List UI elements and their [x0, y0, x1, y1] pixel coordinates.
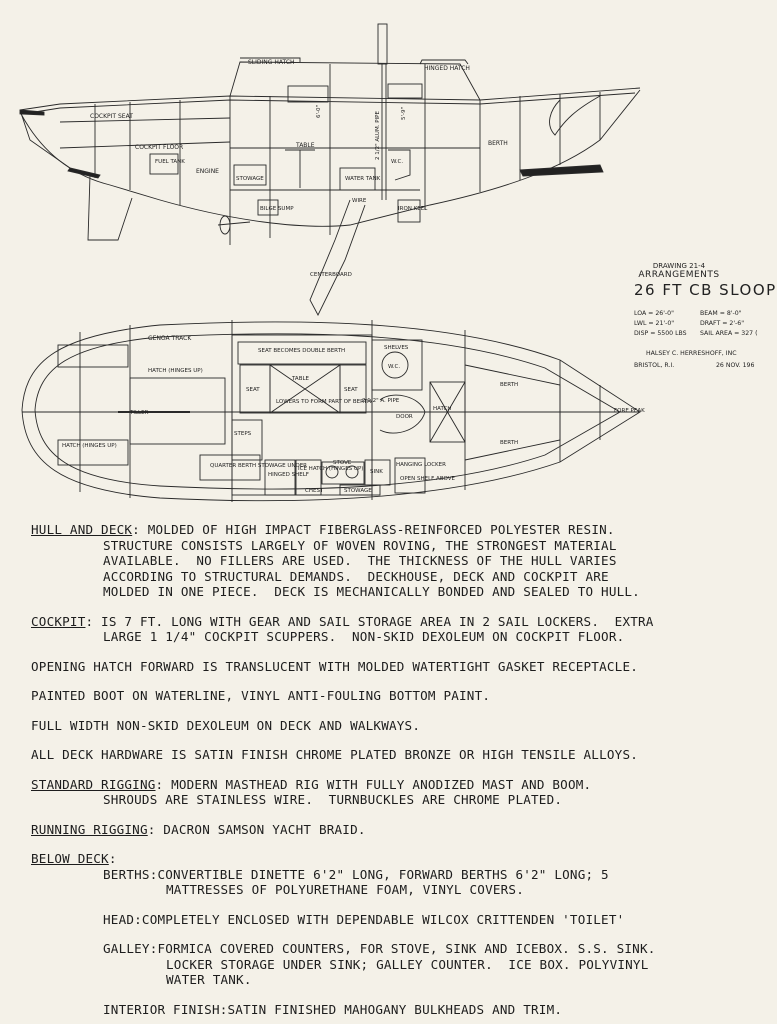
drawing-svg: SLIDING HATCH HINGED HATCH COCKPIT SEAT … — [19, 23, 645, 502]
label-hanging-locker: HANGING LOCKER — [396, 462, 446, 468]
label-fore-peak: FORE PEAK — [614, 408, 645, 414]
label-door: DOOR — [396, 414, 413, 420]
label-iron-keel: IRON KEEL — [398, 206, 428, 212]
label-fuel-tank: FUEL TANK — [155, 159, 185, 165]
hull-line-4: ACCORDING TO STRUCTURAL DEMANDS. DECKHOU… — [103, 568, 609, 584]
label-quarter-berth: QUARTER BERTH STOWAGE UNDER — [210, 463, 307, 469]
running-rigging-section: RUNNING RIGGING: DACRON SAMSON YACHT BRA… — [31, 822, 751, 838]
drawing-date: 26 NOV. 196 — [716, 362, 755, 369]
galley-line-3: WATER TANK. — [166, 972, 252, 987]
label-steps: STEPS — [234, 431, 252, 437]
label-tiller: TILLER — [129, 410, 149, 416]
standard-rigging-section: STANDARD RIGGING: MODERN MASTHEAD RIG WI… — [31, 777, 751, 793]
label-sliding-hatch: SLIDING HATCH — [248, 59, 295, 66]
label-seat-right: SEAT — [344, 387, 358, 393]
label-hatch-plan: HATCH — [433, 406, 452, 412]
label-stove: STOVE — [333, 460, 352, 466]
cockpit-heading: COCKPIT — [31, 613, 86, 629]
hull-heading: HULL AND DECK — [31, 522, 133, 537]
berths-line-1: BERTHS:CONVERTIBLE DINETTE 6'2" LONG, FO… — [103, 866, 609, 882]
label-berth: BERTH — [488, 140, 508, 147]
running-rigging-line-1: : DACRON SAMSON YACHT BRAID. — [147, 821, 366, 837]
label-cockpit-floor: COCKPIT FLOOR — [135, 144, 183, 151]
label-shelves: SHELVES — [384, 345, 409, 351]
below-deck-heading: BELOW DECK — [31, 851, 109, 866]
spec-beam: BEAM = 8'-0" — [700, 310, 742, 317]
berths-line-2: MATTRESSES OF POLYURETHANE FOAM, VINYL C… — [166, 882, 524, 897]
designer-name: HALSEY C. HERRESHOFF, INC — [646, 350, 737, 357]
hull-line-2: STRUCTURE CONSISTS LARGELY OF WOVEN ROVI… — [103, 537, 617, 553]
arrangements-label: ARRANGEMENTS — [638, 270, 720, 280]
hatch-line: OPENING HATCH FORWARD IS TRANSLUCENT WIT… — [31, 658, 639, 674]
hull-line-3: AVAILABLE. NO FILLERS ARE USED. THE THIC… — [103, 553, 617, 568]
label-centerboard: CENTERBOARD — [310, 272, 352, 278]
label-pipe-plan: 2 1/2" A. PIPE — [362, 398, 400, 404]
cockpit-line-2: LARGE 1 1/4" COCKPIT SCUPPERS. NON-SKID … — [103, 629, 625, 644]
below-deck-section: BELOW DECK: — [31, 851, 751, 867]
label-open-shelf: OPEN SHELF ABOVE — [400, 476, 455, 482]
label-engine: ENGINE — [196, 168, 219, 175]
label-water-tank: WATER TANK — [345, 176, 381, 182]
hull-line-5: MOLDED IN ONE PIECE. DECK IS MECHANICALL… — [103, 584, 640, 599]
label-wire: WIRE — [352, 198, 367, 204]
label-wc: W.C. — [391, 159, 403, 165]
label-hatch-hinges-up-1: HATCH (HINGES UP) — [148, 368, 203, 374]
label-stowage-plan: STOWAGE — [344, 488, 372, 494]
drawing-title: 26 FT CB SLOOP — [634, 281, 777, 299]
spec-lwl: LWL = 21'-0" — [634, 320, 675, 327]
designer-city: BRISTOL, R.I. — [634, 362, 675, 369]
arrangement-drawing: SLIDING HATCH HINGED HATCH COCKPIT SEAT … — [0, 0, 760, 510]
label-table-plan: TABLE — [291, 376, 310, 382]
galley-line-1: GALLEY:FORMICA COVERED COUNTERS, FOR STO… — [103, 941, 656, 956]
label-hinged-shelf: HINGED SHELF — [268, 472, 309, 478]
deck-line: FULL WIDTH NON-SKID DEXOLEUM ON DECK AND… — [31, 717, 421, 733]
label-hatch-hinges-up-2: HATCH (HINGES UP) — [62, 443, 117, 449]
label-pipe: 2 1/2" ALUM. PIPE — [375, 111, 381, 160]
label-hinged-hatch: HINGED HATCH — [424, 65, 470, 72]
designer-block: HALSEY C. HERRESHOFF, INC BRISTOL, R.I. 2… — [634, 348, 764, 372]
standard-rigging-line-1: : MODERN MASTHEAD RIG WITH FULLY ANODIZE… — [155, 776, 592, 792]
label-table: TABLE — [295, 142, 315, 149]
hull-line-1: : MOLDED OF HIGH IMPACT FIBERGLASS-REINF… — [132, 522, 615, 537]
spec-sail-area: SAIL AREA = 327 ( — [700, 330, 758, 337]
label-berth-upper: BERTH — [500, 382, 518, 388]
label-headroom-1: 6'-0" — [316, 105, 322, 118]
standard-rigging-line-2: SHROUDS ARE STAINLESS WIRE. TURNBUCKLES … — [103, 792, 563, 807]
label-bilge-sump: BILGE SUMP — [260, 206, 294, 212]
title-block: DRAWING 21-4 ARRANGEMENTS 26 FT CB SLOOP… — [634, 262, 777, 372]
cockpit-line-1: : IS 7 FT. LONG WITH GEAR AND SAIL STORA… — [85, 613, 654, 629]
label-stowage: STOWAGE — [236, 176, 264, 182]
label-seat-double-berth: SEAT BECOMES DOUBLE BERTH — [258, 348, 345, 354]
below-deck-colon: : — [108, 851, 117, 866]
label-sink: SINK — [370, 469, 383, 475]
spec-draft: DRAFT = 2'-6" — [700, 320, 745, 327]
running-rigging-heading: RUNNING RIGGING — [31, 821, 148, 837]
label-ice-hatch: ICE HATCH (HINGES UP) — [298, 466, 363, 472]
drawing-number: DRAWING 21-4 — [652, 262, 706, 270]
boot-line: PAINTED BOOT ON WATERLINE, VINYL ANTI-FO… — [31, 688, 491, 703]
profile-view — [19, 23, 641, 316]
label-seat-left: SEAT — [246, 387, 260, 393]
interior-line: INTERIOR FINISH:SATIN FINISHED MAHOGANY … — [103, 1001, 563, 1017]
label-wc-plan: W.C. — [388, 364, 400, 370]
specification-text: HULL AND DECK: MOLDED OF HIGH IMPACT FIB… — [31, 522, 751, 1017]
cockpit-section: COCKPIT: IS 7 FT. LONG WITH GEAR AND SAI… — [31, 614, 751, 630]
plan-view — [21, 320, 641, 502]
head-line: HEAD:COMPLETELY ENCLOSED WITH DEPENDABLE… — [103, 911, 625, 927]
hardware-line: ALL DECK HARDWARE IS SATIN FINISH CHROME… — [31, 747, 639, 762]
label-lowers-to-form: LOWERS TO FORM PART OF BERTH — [276, 399, 371, 405]
spec-disp: DISP = 5500 LBS — [634, 330, 687, 337]
spec-loa: LOA = 26'-0" — [634, 310, 674, 317]
galley-line-2: LOCKER STORAGE UNDER SINK; GALLEY COUNTE… — [166, 956, 649, 972]
hull-deck-section: HULL AND DECK: MOLDED OF HIGH IMPACT FIB… — [31, 522, 751, 538]
label-headroom-2: 5'-9" — [401, 107, 407, 120]
label-chest: CHEST — [305, 488, 324, 494]
spec-table: LOA = 26'-0" BEAM = 8'-0" LWL = 21'-0" DRA… — [634, 309, 764, 339]
label-cockpit-seat: COCKPIT SEAT — [90, 113, 133, 120]
label-berth-lower: BERTH — [500, 440, 518, 446]
label-genoa-track: GENOA TRACK — [148, 335, 192, 342]
standard-rigging-heading: STANDARD RIGGING — [31, 776, 156, 792]
